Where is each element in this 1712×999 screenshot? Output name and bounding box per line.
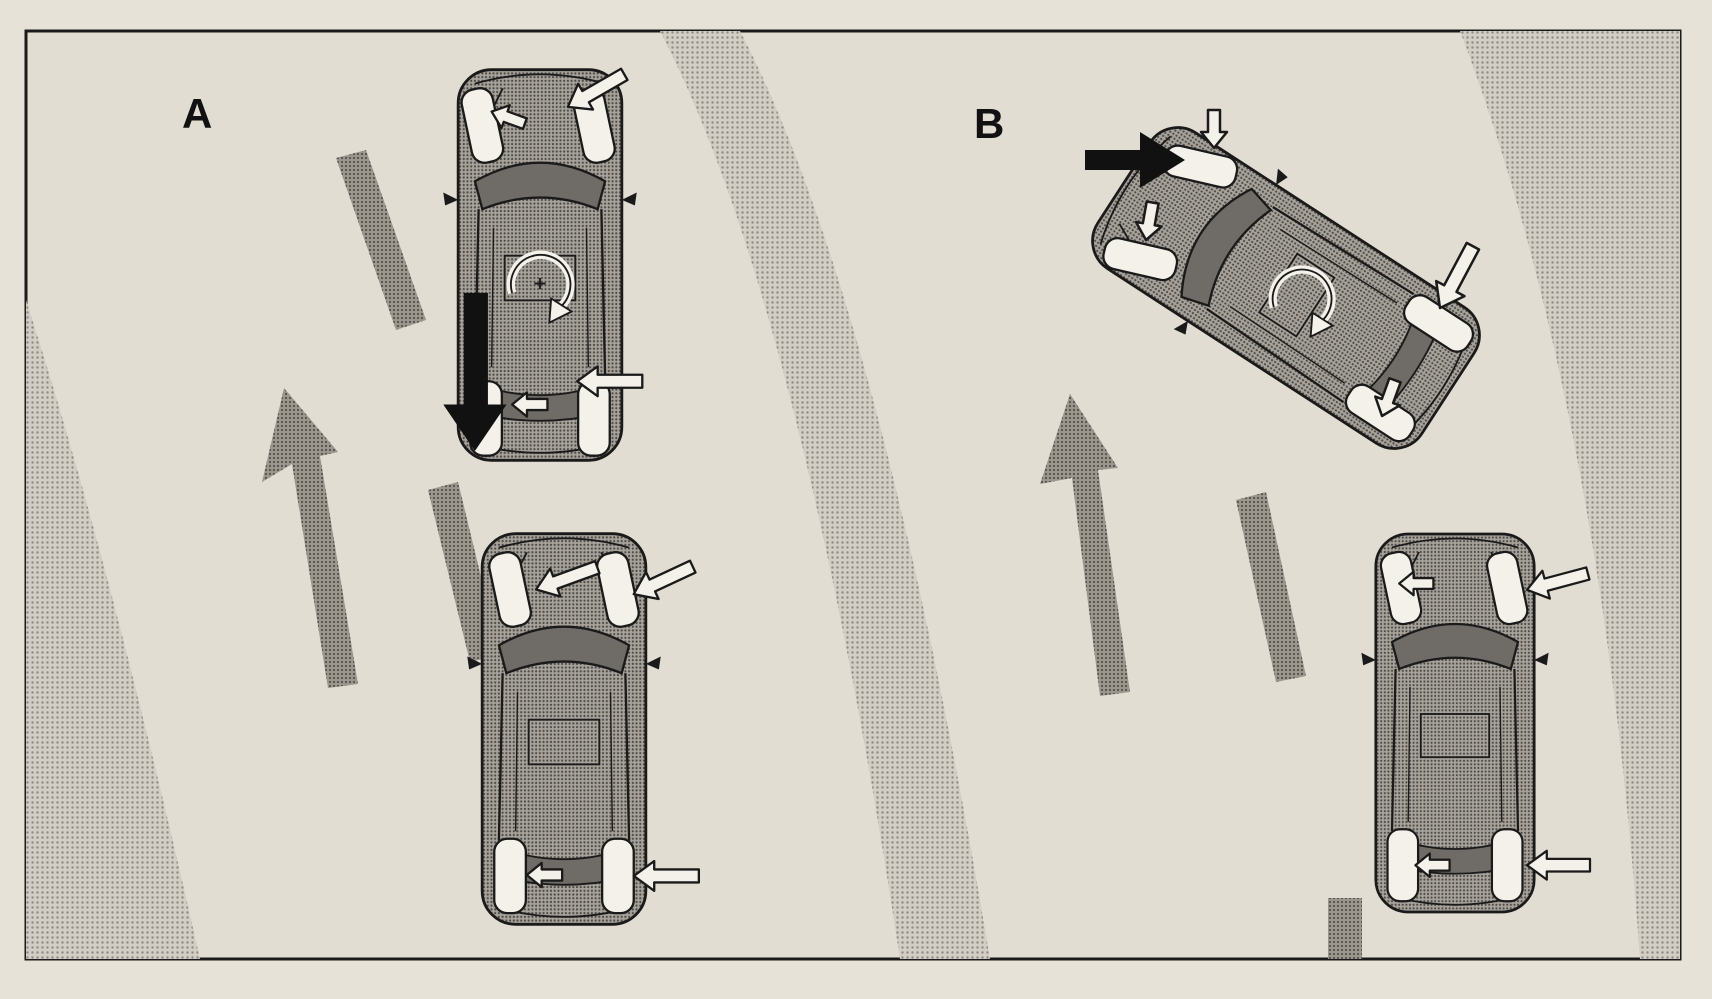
panel-label-b: B: [974, 100, 1004, 147]
car-a-top: [441, 60, 644, 462]
direction-arrow-icon: [1040, 394, 1130, 696]
road-bands: [26, 31, 1680, 959]
force-arrow-icon: [443, 292, 507, 451]
car-b-top: [1070, 101, 1502, 475]
force-arrow-icon: [1085, 132, 1185, 188]
rotation-arrow-icon: [1268, 265, 1336, 339]
direction-arrow-icon: [262, 388, 358, 688]
rotation-arrow-icon: [506, 250, 575, 325]
panel-label-a: A: [182, 90, 212, 137]
